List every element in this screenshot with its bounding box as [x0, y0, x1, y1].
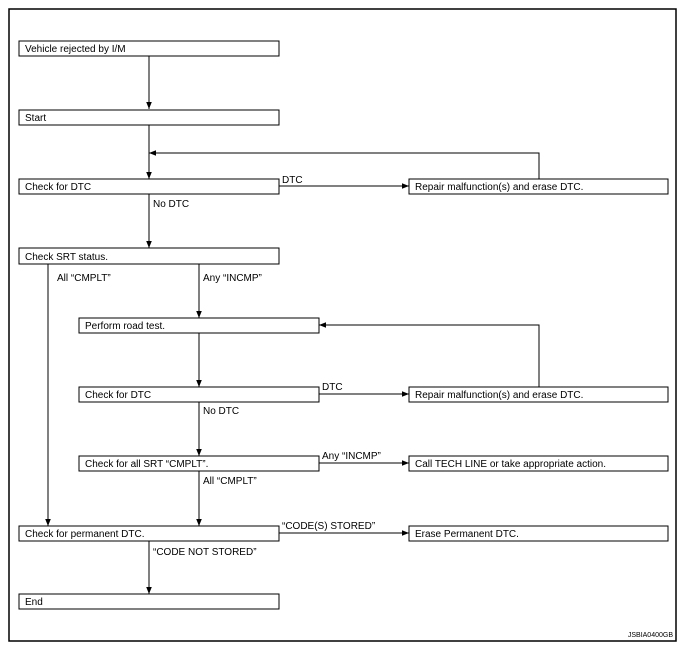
box-check-permanent-text: Check for permanent DTC. — [25, 529, 145, 540]
box-erase-permanent: Erase Permanent DTC. — [408, 525, 669, 542]
loop-repair-2-back — [319, 322, 540, 387]
box-repair-2: Repair malfunction(s) and erase DTC. — [408, 386, 669, 403]
box-check-dtc-1: Check for DTC — [18, 178, 280, 195]
label-all-cmplt-1: All “CMPLT” — [57, 273, 111, 284]
label-dtc-2: DTC — [322, 382, 343, 393]
box-road-test-text: Perform road test. — [85, 321, 165, 332]
label-code-stored: “CODE(S) STORED” — [282, 521, 375, 532]
label-code-not-stored: “CODE NOT STORED” — [153, 547, 257, 558]
box-start-text: Start — [25, 113, 46, 124]
box-check-srt-text: Check SRT status. — [25, 252, 108, 263]
box-check-dtc-2-text: Check for DTC — [85, 390, 151, 401]
box-check-all-srt: Check for all SRT “CMPLT”. — [78, 455, 320, 472]
box-tech-line-text: Call TECH LINE or take appropriate actio… — [415, 459, 606, 470]
box-repair-1: Repair malfunction(s) and erase DTC. — [408, 178, 669, 195]
label-dtc-1: DTC — [282, 175, 303, 186]
box-check-dtc-1-text: Check for DTC — [25, 182, 91, 193]
box-road-test: Perform road test. — [78, 317, 320, 334]
box-repair-2-text: Repair malfunction(s) and erase DTC. — [415, 390, 583, 401]
box-end-text: End — [25, 597, 43, 608]
label-any-incmp-2: Any “INCMP” — [322, 451, 381, 462]
diagram-frame — [8, 8, 677, 642]
box-start: Start — [18, 109, 280, 126]
box-check-dtc-2: Check for DTC — [78, 386, 320, 403]
box-end: End — [18, 593, 280, 610]
label-any-incmp-1: Any “INCMP” — [203, 273, 262, 284]
label-no-dtc-2: No DTC — [203, 406, 239, 417]
figure-code: JSBIA0400GB — [628, 632, 673, 639]
label-no-dtc-1: No DTC — [153, 199, 189, 210]
connectors — [45, 56, 540, 594]
box-vehicle-rejected-text: Vehicle rejected by I/M — [25, 44, 126, 55]
label-all-cmplt-2: All “CMPLT” — [203, 476, 257, 487]
box-repair-1-text: Repair malfunction(s) and erase DTC. — [415, 182, 583, 193]
box-check-permanent: Check for permanent DTC. — [18, 525, 280, 542]
box-erase-permanent-text: Erase Permanent DTC. — [415, 529, 519, 540]
box-check-srt: Check SRT status. — [18, 247, 280, 265]
box-check-all-srt-text: Check for all SRT “CMPLT”. — [85, 459, 208, 470]
box-tech-line: Call TECH LINE or take appropriate actio… — [408, 455, 669, 472]
box-vehicle-rejected: Vehicle rejected by I/M — [18, 40, 280, 57]
loop-repair-1-back — [149, 150, 540, 179]
